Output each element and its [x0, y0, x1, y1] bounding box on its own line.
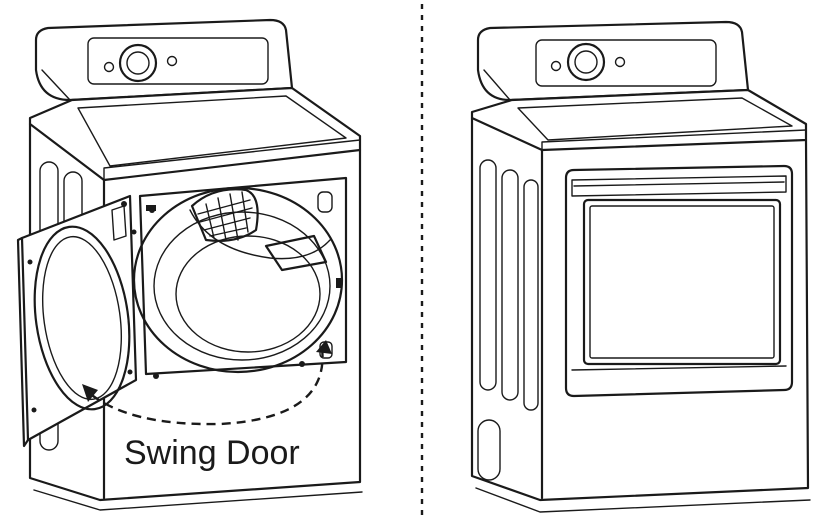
- swing-door-caption: Swing Door: [124, 434, 300, 472]
- lint-filter-icon: [190, 188, 259, 242]
- open-door: [16, 194, 156, 448]
- top-lid: [28, 86, 362, 182]
- control-knob-icon: [566, 42, 606, 82]
- control-knob-icon: [118, 43, 158, 83]
- door-window: [582, 198, 782, 366]
- dryer-door-closed-icon: [470, 20, 811, 513]
- control-panel: [476, 20, 750, 102]
- top-lid: [470, 88, 808, 152]
- drum-baffle: [264, 234, 328, 272]
- swing-arrow-icon: [82, 340, 332, 426]
- cabinet: [470, 116, 811, 513]
- drum-opening: [132, 176, 348, 379]
- dryer-door-open-icon: Swing Door: [16, 18, 363, 511]
- door-handle: [571, 175, 787, 197]
- door-catch: [317, 191, 333, 213]
- closed-door: [564, 164, 794, 398]
- control-panel: [34, 18, 294, 102]
